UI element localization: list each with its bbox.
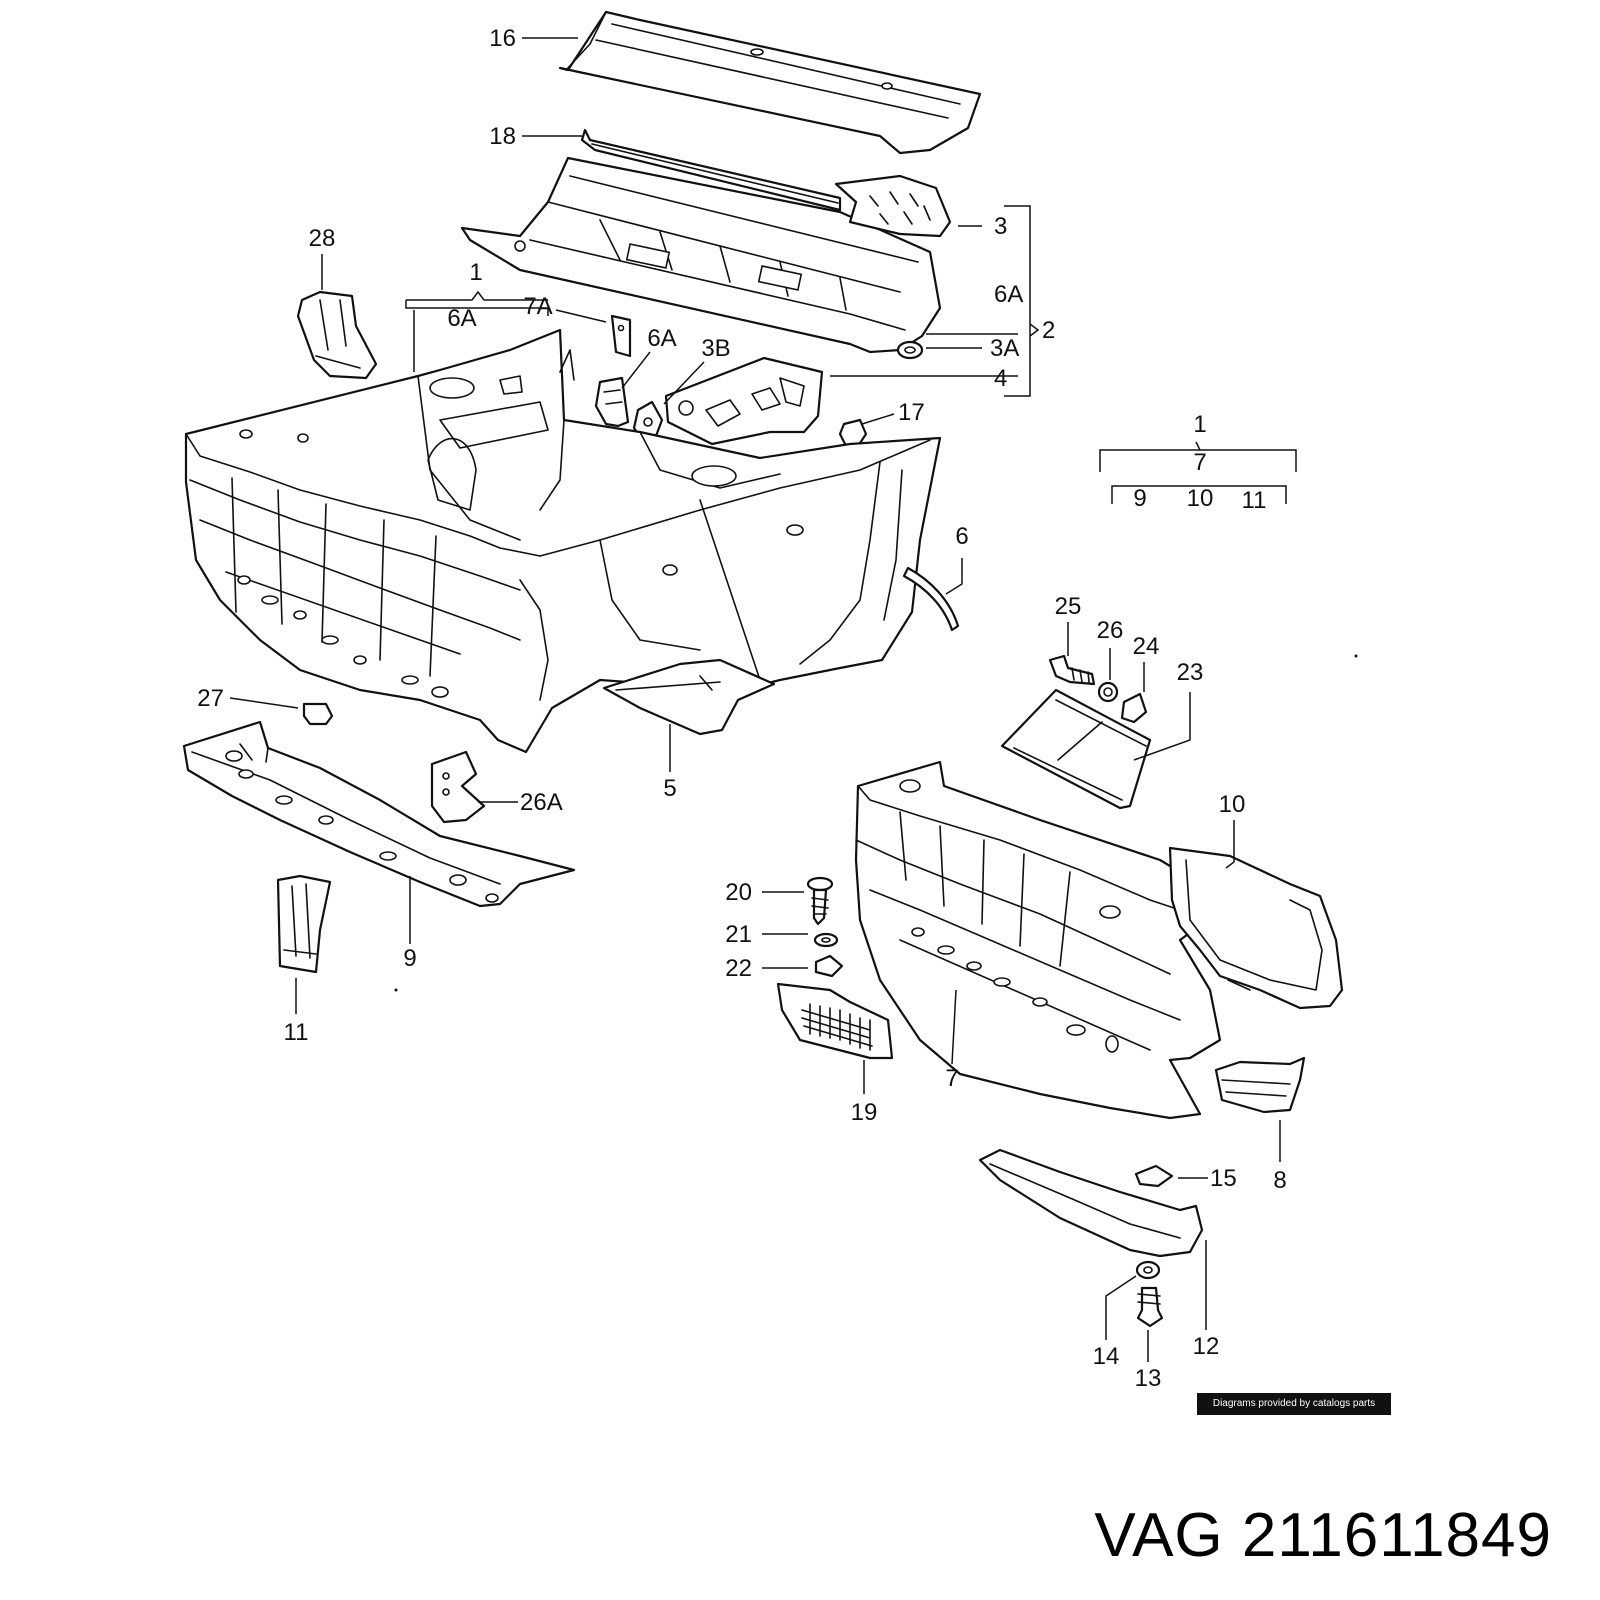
part-3a-grommet <box>896 340 924 360</box>
label-22: 22 <box>725 955 752 982</box>
part-24-clip <box>1120 692 1148 724</box>
label-5: 5 <box>663 775 676 802</box>
label-1-right: 1 <box>1193 411 1206 438</box>
label-14: 14 <box>1093 1343 1120 1370</box>
part-6-strip <box>902 566 960 632</box>
label-11: 11 <box>284 1019 309 1046</box>
part-15-clip <box>1134 1164 1174 1188</box>
part-25-screw <box>1048 654 1096 686</box>
part-7a-tab <box>610 314 632 358</box>
part-number-title: VAG 211611849 <box>1094 1501 1552 1570</box>
part-18-seal-strip <box>580 128 842 212</box>
stray-dot <box>1354 654 1358 658</box>
part-10-side-frame <box>1168 846 1344 1010</box>
label-1-main: 1 <box>469 259 482 286</box>
part-5-floor-panel <box>602 658 776 736</box>
label-23: 23 <box>1177 659 1204 686</box>
label-13: 13 <box>1135 1365 1162 1392</box>
label-7: 7 <box>945 1065 958 1092</box>
part-14-washer <box>1135 1260 1161 1280</box>
label-17: 17 <box>898 399 925 426</box>
label-3: 3 <box>994 213 1007 240</box>
label-7a: 7A <box>523 293 552 320</box>
part-19-vent-grille <box>776 982 894 1060</box>
watermark-badge: Diagrams provided by catalogs parts <box>1197 1393 1391 1415</box>
part-16-roof-panel <box>558 10 982 155</box>
part-22-nut <box>814 954 844 978</box>
label-28: 28 <box>309 225 336 252</box>
label-25: 25 <box>1055 593 1082 620</box>
label-2: 2 <box>1042 317 1055 344</box>
label-19: 19 <box>851 1099 878 1126</box>
label-16: 16 <box>489 25 516 52</box>
label-9-right: 9 <box>1133 485 1146 512</box>
leader-lines <box>229 37 1297 1362</box>
label-9: 9 <box>403 945 416 972</box>
label-18: 18 <box>489 123 516 150</box>
label-10-right: 10 <box>1187 485 1214 512</box>
part-3-bracket <box>834 174 952 238</box>
part-28-bracket <box>296 290 378 380</box>
label-12: 12 <box>1193 1333 1220 1360</box>
label-10: 10 <box>1219 791 1246 818</box>
part-9-crossmember <box>182 720 576 908</box>
label-7-right: 7 <box>1193 449 1206 476</box>
label-6a-group: 6A <box>447 305 476 332</box>
label-6a-right: 6A <box>994 281 1023 308</box>
label-26a: 26A <box>520 789 563 816</box>
part-11-strut <box>276 874 332 974</box>
label-26: 26 <box>1097 617 1124 644</box>
label-11-right: 11 <box>1242 487 1267 514</box>
part-1-front-body <box>184 328 942 754</box>
label-24: 24 <box>1133 633 1160 660</box>
label-3b: 3B <box>701 335 730 362</box>
part-23-plate <box>1000 688 1152 810</box>
part-2-cowl-panel <box>460 156 942 354</box>
label-8: 8 <box>1273 1167 1286 1194</box>
label-15: 15 <box>1210 1165 1237 1192</box>
part-27-plug <box>302 702 334 726</box>
label-6: 6 <box>955 523 968 550</box>
part-26-washer <box>1097 681 1119 703</box>
label-27: 27 <box>197 685 224 712</box>
part-12-valance <box>978 1148 1204 1258</box>
label-6a-small: 6A <box>647 325 676 352</box>
part-4-bracket <box>664 356 824 446</box>
part-8-bracket <box>1214 1056 1306 1114</box>
callout-labels: 16 18 3 6A 2 3A 4 28 1 6A 7A 6A 3B 17 1 … <box>197 25 1286 1392</box>
part-6a-bracket <box>594 376 630 428</box>
stray-dot <box>394 988 398 992</box>
label-21: 21 <box>725 921 752 948</box>
part-26a-bracket <box>430 750 486 824</box>
label-3a: 3A <box>990 335 1019 362</box>
label-4: 4 <box>994 365 1007 392</box>
part-13-screw <box>1136 1286 1164 1328</box>
label-20: 20 <box>725 879 752 906</box>
part-21-washer <box>813 932 839 948</box>
part-7-rear-panel <box>854 760 1242 1120</box>
part-20-screw <box>806 876 834 926</box>
